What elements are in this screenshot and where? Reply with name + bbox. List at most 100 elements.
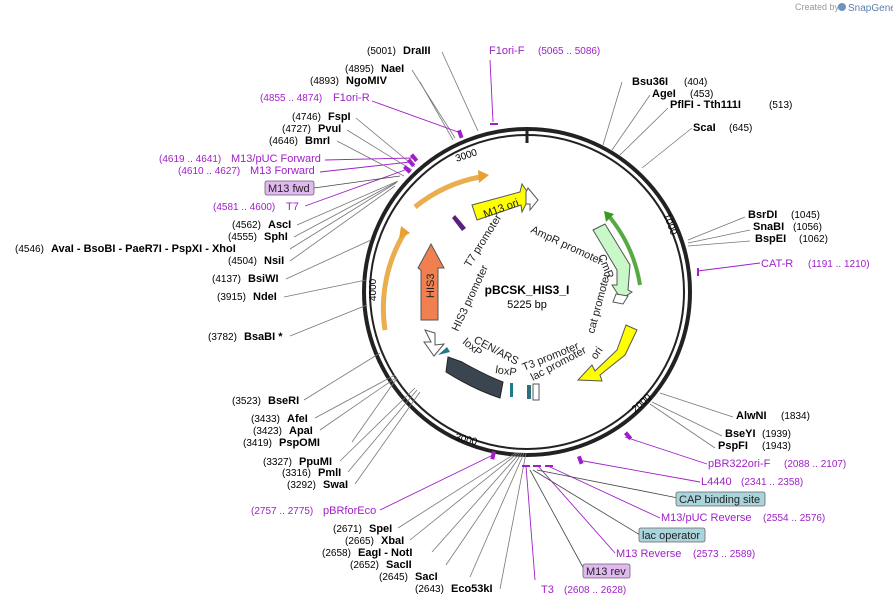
primer-name[interactable]: M13 Forward [250, 165, 315, 177]
primer-name[interactable]: CAT-R [761, 258, 793, 270]
enzyme-right-name[interactable]: BsrDI [748, 209, 777, 221]
enzyme-left-name[interactable]: SacII [386, 559, 412, 571]
enzyme-left-name[interactable]: XbaI [381, 535, 404, 547]
enzyme-left-name[interactable]: NdeI [253, 291, 277, 303]
enzyme-left-name[interactable]: PmlI [318, 467, 341, 479]
enzyme-left-name[interactable]: NsiI [264, 255, 284, 267]
primer-name[interactable]: F1ori-R [333, 92, 370, 104]
tick-3000-bottom: 3000 [454, 432, 479, 448]
enzyme-right-pos: (1062) [799, 234, 828, 245]
his3-promoter-arrow[interactable] [423, 329, 446, 357]
plasmid-size: 5225 bp [507, 299, 547, 311]
enzymes-left: (5001) DraIII (4895) NaeI (4893) NgoMIV … [15, 45, 493, 595]
enzyme-right-name[interactable]: SnaBI [753, 221, 784, 233]
enzyme-left-name[interactable]: NaeI [381, 63, 404, 75]
lac-operator-box[interactable] [638, 527, 706, 543]
enzyme-left-pos: (4895) [345, 64, 374, 75]
enzyme-right-pos: (1056) [793, 222, 822, 233]
feature-label-his3: HIS3 [425, 274, 437, 298]
enzyme-left-pos: (4546) [15, 244, 44, 255]
enzyme-left-name[interactable]: PvuI [318, 123, 341, 135]
m13-rev-box[interactable] [582, 563, 631, 579]
lac-operator-label: lac operator [642, 530, 700, 542]
enzyme-left-name[interactable]: BseRI [268, 395, 299, 407]
enzyme-right-pos: (1045) [791, 210, 820, 221]
primer-range: (1191 .. 1210) [808, 259, 870, 270]
m13-fwd-box[interactable] [264, 180, 315, 196]
enzyme-left-name[interactable]: AfeI [287, 413, 308, 425]
enzyme-left-pos: (2652) [350, 560, 379, 571]
ori-arrow[interactable] [576, 324, 638, 382]
enzyme-left-name[interactable]: Eco53kI [451, 583, 493, 595]
cap-binding-site-box[interactable] [675, 491, 766, 507]
enzyme-left-name[interactable]: PpuMI [299, 456, 332, 468]
tick-1000: 1000 [661, 212, 679, 237]
enzyme-right-name[interactable]: PflFI - Tth111I [670, 99, 741, 111]
enzyme-right-name[interactable]: ScaI [693, 122, 716, 134]
plasmid-name: pBCSK_HIS3_I [485, 283, 570, 297]
feature-label-ori: ori [589, 345, 606, 362]
enzyme-left-name[interactable]: SacI [415, 571, 438, 583]
tick-4000: 4000 [368, 278, 379, 301]
enzyme-left-pos: (3915) [217, 292, 246, 303]
lac-promoter-mark [532, 383, 540, 401]
primer-name[interactable]: F1ori-F [489, 45, 525, 57]
orange-arc-left [380, 230, 408, 331]
primer-range: (5065 .. 5086) [538, 46, 600, 57]
enzyme-right-name[interactable]: AgeI [652, 88, 676, 100]
primer-name[interactable]: T3 [541, 584, 554, 596]
primer-name[interactable]: T7 [286, 201, 299, 213]
primer-range: (2088 .. 2107) [784, 459, 846, 470]
orange-arc-top [413, 174, 481, 209]
orange-arc-left-arrow-icon [399, 226, 410, 239]
enzyme-right-name[interactable]: BspEI [755, 233, 786, 245]
enzyme-left-name[interactable]: PspOMI [279, 437, 320, 449]
primer-name[interactable]: M13/pUC Forward [231, 153, 321, 165]
enzyme-left-name[interactable]: BsiWI [248, 273, 279, 285]
his3-arrow[interactable] [417, 242, 445, 321]
enzyme-right-name[interactable]: AlwNI [736, 410, 767, 422]
enzyme-left-name[interactable]: AscI [268, 219, 291, 231]
enzyme-right-pos: (1834) [781, 411, 810, 422]
enzyme-right-name[interactable]: PspFI [718, 440, 748, 452]
m13-fwd-label: M13 fwd [268, 183, 310, 195]
enzyme-right-name[interactable]: BseYI [725, 428, 756, 440]
enzyme-left-name[interactable]: FspI [328, 111, 351, 123]
enzyme-left-pos: (4646) [269, 136, 298, 147]
enzyme-left-pos: (4137) [212, 274, 241, 285]
enzyme-left-name[interactable]: DraIII [403, 45, 431, 57]
enzyme-right-pos: (513) [769, 100, 792, 111]
enzymes-right: Bsu36I (404) AgeI (453) PflFI - Tth111I … [632, 76, 828, 452]
enzyme-left-pos: (4727) [282, 124, 311, 135]
enzyme-left-name[interactable]: NgoMIV [346, 75, 388, 87]
primer-name[interactable]: L4440 [701, 476, 732, 488]
enzyme-right-pos: (1939) [762, 429, 791, 440]
enzyme-left-name[interactable]: BmrI [305, 135, 330, 147]
enzyme-left-pos: (2643) [415, 584, 444, 595]
primer-name[interactable]: M13 Reverse [616, 548, 681, 560]
primer-name[interactable]: pBR322ori-F [708, 458, 771, 470]
enzyme-left-pos: (4562) [232, 220, 261, 231]
enzyme-right-name[interactable]: Bsu36I [632, 76, 668, 88]
cen-ars-arrow[interactable] [445, 356, 504, 399]
primer-name[interactable]: M13/pUC Reverse [661, 512, 751, 524]
enzyme-right-pos: (404) [684, 77, 707, 88]
cat-promoter-arrow[interactable] [612, 293, 629, 305]
enzyme-left-name[interactable]: SwaI [323, 479, 348, 491]
primer-name[interactable]: pBRforEco [323, 505, 376, 517]
enzyme-left-name[interactable]: SphI [264, 231, 288, 243]
watermark-prefix: Created by [795, 2, 840, 12]
leader-lines-right [602, 81, 751, 449]
enzyme-left-name[interactable]: BsaBI * [244, 331, 283, 343]
enzyme-left-pos: (4504) [228, 256, 257, 267]
enzyme-left-name[interactable]: SpeI [369, 523, 392, 535]
feature-label-cat-promoter: cat promoter [585, 272, 613, 335]
enzyme-left-pos: (3523) [232, 396, 261, 407]
primer-marks [403, 123, 699, 467]
enzyme-left-name[interactable]: ApaI [289, 425, 313, 437]
enzyme-left-name[interactable]: AvaI - BsoBI - PaeR7I - PspXI - XhoI [51, 243, 236, 255]
enzyme-left-name[interactable]: EagI - NotI [358, 547, 412, 559]
ampr-promoter-arrow[interactable] [525, 187, 539, 212]
loxp-right-mark [510, 383, 513, 397]
enzyme-right-pos: (1943) [762, 441, 791, 452]
